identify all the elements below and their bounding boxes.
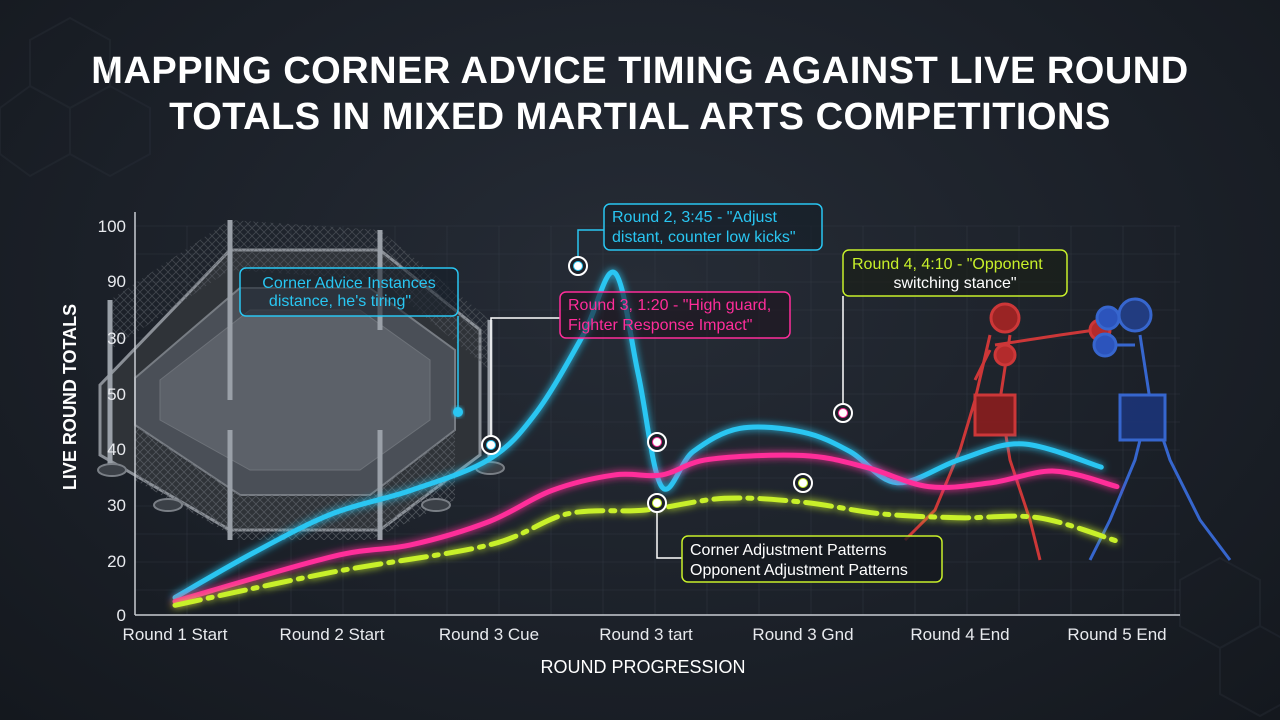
annotation-round4-line1: Round 4, 4:10 - "Opponent: [852, 256, 1043, 273]
blue-fighter: [1088, 297, 1232, 561]
red-fighter: [903, 302, 1112, 561]
hex-background: [0, 16, 1280, 718]
annotation-round2: Round 2, 3:45 - "Adjust distant, counter…: [603, 203, 823, 251]
annotation-round2-line2: distant, counter low kicks": [612, 229, 796, 246]
annotation-round4: Round 4, 4:10 - "Opponent switching stan…: [842, 249, 1068, 297]
fighters-illustration: [903, 297, 1232, 561]
corner-advice-dot: [453, 407, 463, 417]
marker-layer: [453, 256, 853, 513]
annotation-round3: Round 3, 1:20 - "High guard, Fighter Res…: [559, 291, 791, 339]
annotation-round3-line2: Fighter Response Impact": [568, 317, 752, 334]
connector-round3: [490, 317, 560, 445]
data-marker-dot: [652, 498, 662, 508]
connector-patterns: [656, 503, 682, 559]
data-marker-dot: [838, 408, 848, 418]
x-tick-label: Round 4 End: [910, 625, 1009, 644]
x-tick-label: Round 1 Start: [123, 625, 228, 644]
series-layer: [172, 269, 1120, 608]
y-tick-label: 100: [98, 217, 126, 236]
data-marker-dot: [798, 478, 808, 488]
annotation-round4-line2: switching stance": [893, 275, 1016, 292]
data-marker-dot: [652, 437, 662, 447]
x-tick-label: Round 3 Cue: [439, 625, 539, 644]
y-tick-label: 50: [107, 385, 126, 404]
series-line-0: [172, 269, 1104, 600]
annotation-connectors: [457, 229, 844, 559]
annotation-corner-advice-line2: distance, he's tiring": [269, 293, 411, 310]
x-tick-label: Round 3 tart: [599, 625, 693, 644]
annotation-patterns-line1: Corner Adjustment Patterns: [690, 542, 887, 559]
y-tick-label: 40: [107, 440, 126, 459]
x-tick-label: Round 5 End: [1067, 625, 1166, 644]
y-axis-label: LIVE ROUND TOTALS: [60, 304, 80, 490]
series-line-1: [172, 452, 1120, 604]
octagon-cage-illustration: [97, 220, 505, 540]
y-tick-label: 0: [117, 606, 126, 625]
x-tick-label: Round 3 Gnd: [752, 625, 853, 644]
connector-round2: [577, 229, 604, 266]
data-marker-dot: [486, 440, 496, 450]
annotation-patterns: Corner Adjustment Patterns Opponent Adju…: [681, 535, 943, 583]
data-marker-dot: [573, 261, 583, 271]
annotation-patterns-line2: Opponent Adjustment Patterns: [690, 562, 908, 579]
x-tick-label: Round 2 Start: [280, 625, 385, 644]
y-tick-label: 30: [107, 329, 126, 348]
y-tick-label: 30: [107, 496, 126, 515]
series-line-2: [172, 495, 1120, 608]
annotation-corner-advice-line1: Corner Advice Instances: [262, 275, 435, 292]
x-axis-label: ROUND PROGRESSION: [540, 657, 745, 677]
chart-title: MAPPING CORNER ADVICE TIMING AGAINST LIV…: [91, 50, 1189, 138]
y-tick-label: 20: [107, 552, 126, 571]
annotation-corner-advice: Corner Advice Instances distance, he's t…: [239, 267, 459, 317]
annotation-round2-line1: Round 2, 3:45 - "Adjust: [612, 209, 777, 226]
y-tick-label: 90: [107, 272, 126, 291]
annotation-round3-line1: Round 3, 1:20 - "High guard,: [568, 297, 771, 314]
